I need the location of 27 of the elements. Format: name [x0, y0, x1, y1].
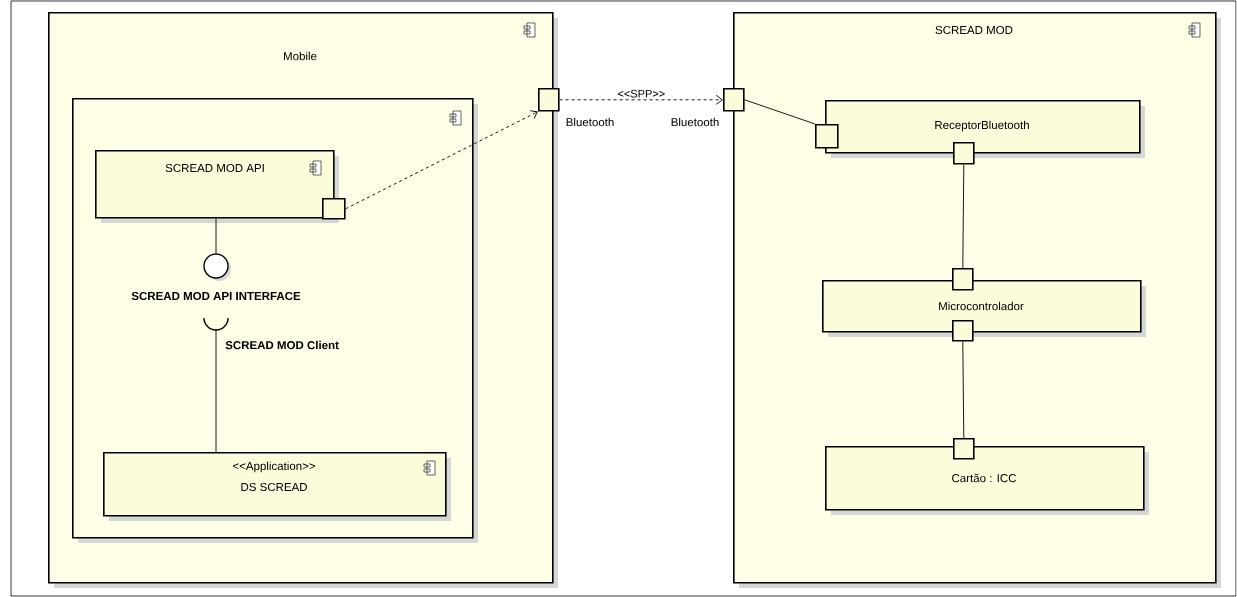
port-square	[723, 88, 745, 112]
connector	[215, 329, 217, 453]
connector	[345, 110, 538, 210]
connector	[559, 94, 723, 105]
connector	[962, 341, 965, 439]
edge-label: <<SPP>>	[616, 88, 667, 99]
component-box: <<Application>> DS SCREAD	[103, 452, 451, 521]
part-box: Microcontrolador	[822, 280, 1146, 337]
port-label: Bluetooth	[566, 117, 614, 127]
port-square	[538, 88, 560, 112]
interface-label: SCREAD MOD API INTERFACE	[131, 291, 301, 301]
component-box: SCREAD MOD API	[95, 150, 339, 223]
part-box: Cartão : ICC	[825, 446, 1149, 515]
port-square	[953, 438, 975, 460]
port-square	[953, 142, 975, 165]
port-square	[322, 198, 346, 220]
connector	[744, 99, 816, 125]
connector	[962, 164, 965, 269]
port-label: Bluetooth	[671, 117, 719, 127]
interface-circle	[203, 253, 231, 281]
port-square	[952, 268, 974, 291]
port-square	[815, 124, 839, 149]
connector	[215, 218, 217, 254]
part-box: ReceptorBluetooth	[825, 100, 1145, 158]
socket-arc	[203, 317, 229, 331]
interface-label: SCREAD MOD Client	[225, 340, 339, 350]
port-square	[952, 320, 974, 342]
